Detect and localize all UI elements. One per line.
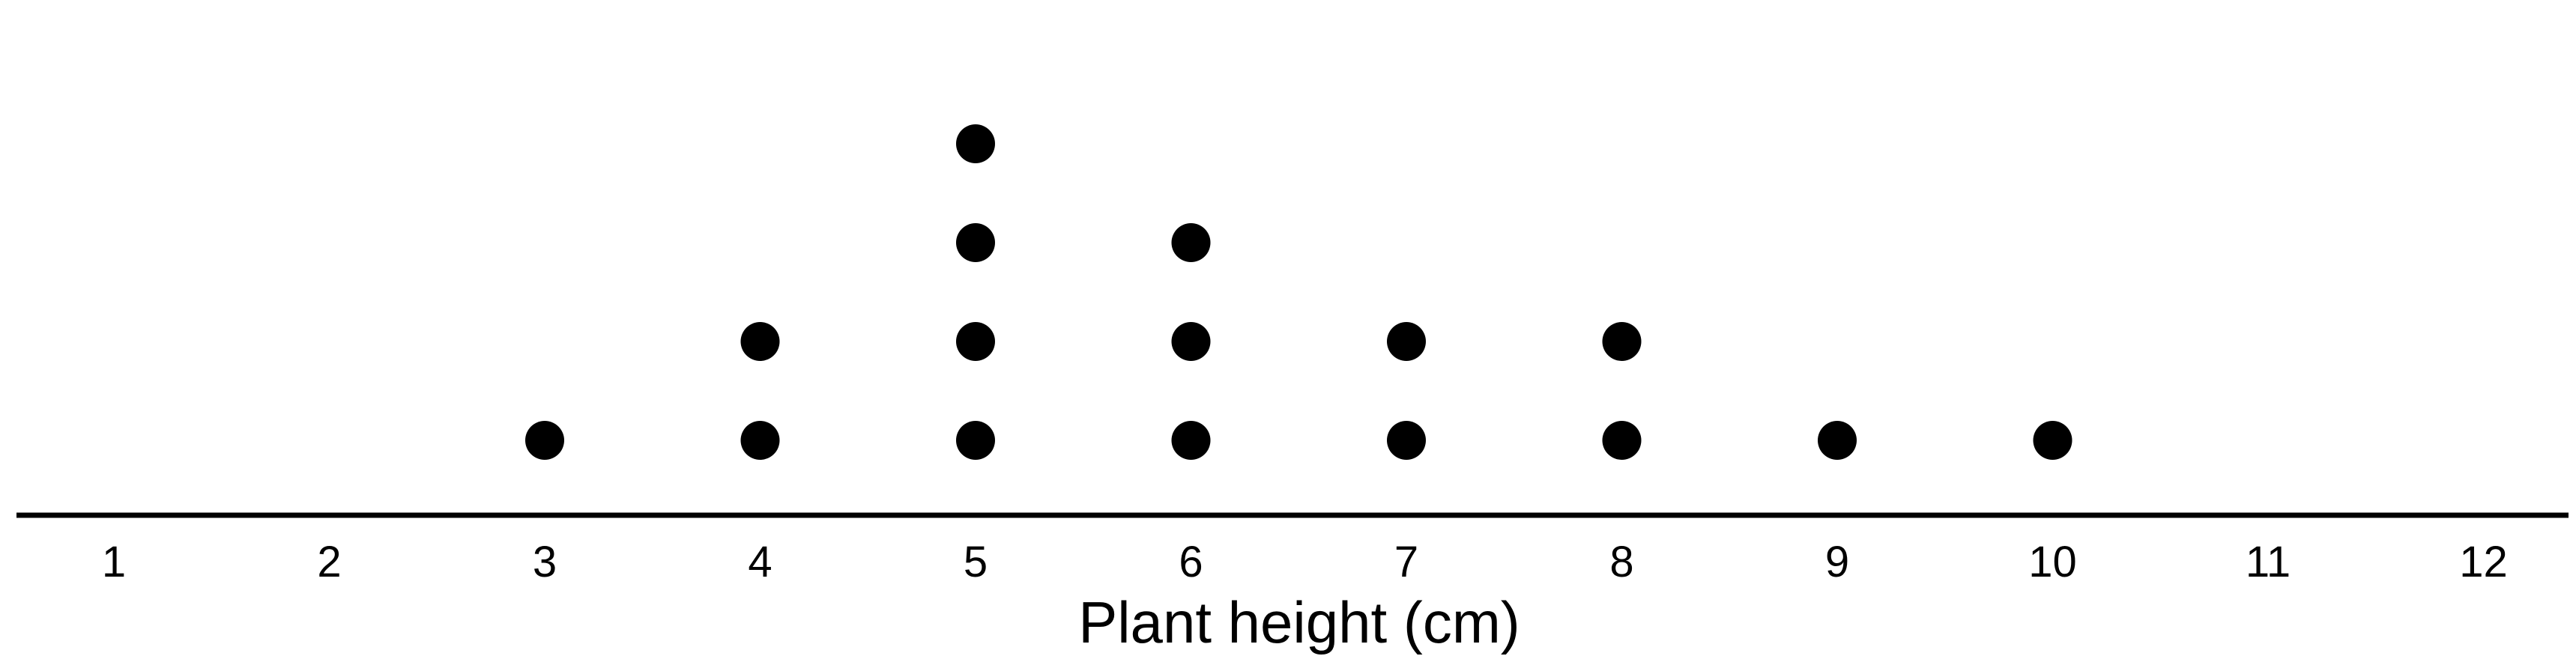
data-dot [2033, 421, 2072, 460]
data-dot [956, 421, 995, 460]
dots-layer [525, 124, 2072, 460]
data-dot [956, 322, 995, 361]
data-dot [1387, 421, 1426, 460]
x-tick-label: 11 [2246, 538, 2291, 586]
data-dot [1171, 223, 1211, 262]
data-dot [1818, 421, 1857, 460]
x-tick-label: 1 [102, 538, 126, 586]
data-dot [1171, 322, 1211, 361]
x-tick-label: 8 [1609, 538, 1633, 586]
data-dot [1602, 421, 1642, 460]
x-tick-label: 10 [2028, 538, 2077, 586]
x-tick-label: 7 [1394, 538, 1418, 586]
data-dot [1602, 322, 1642, 361]
data-dot [740, 421, 780, 460]
x-axis-title: Plant height (cm) [1078, 589, 1520, 655]
x-tick-label: 6 [1179, 538, 1203, 586]
x-tick-label: 5 [964, 538, 988, 586]
data-dot [956, 124, 995, 163]
x-tick-label: 9 [1825, 538, 1849, 586]
data-dot [740, 322, 780, 361]
data-dot [525, 421, 564, 460]
data-dot [1171, 421, 1211, 460]
x-tick-label: 4 [748, 538, 772, 586]
x-tick-label: 2 [317, 538, 341, 586]
x-tick-label: 12 [2459, 538, 2508, 586]
x-tick-label: 3 [533, 538, 557, 586]
data-dot [1387, 322, 1426, 361]
data-dot [956, 223, 995, 262]
